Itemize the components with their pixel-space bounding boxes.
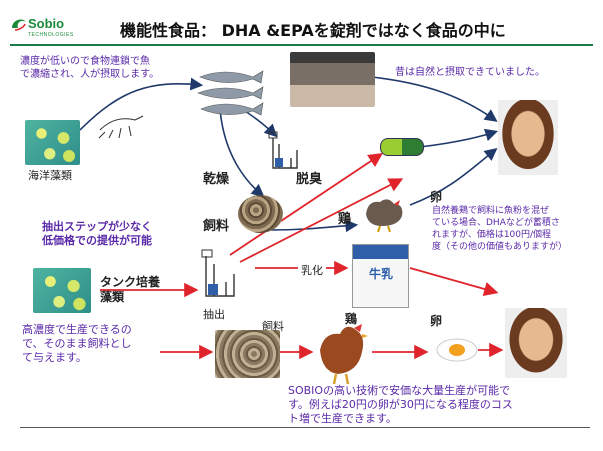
fish-caption: 濃度が低いので食物連鎖で魚 で濃縮され、人が摂取します。 [20,56,160,80]
arrow-extract-to-capsule [229,153,383,256]
extraction-apparatus-icon-top [268,131,298,169]
egg-icon [436,338,478,362]
dry-label: 乾燥 [203,172,230,187]
grill-photo [290,52,375,107]
arrow-milk-to-girl [409,267,499,296]
high-concentration-caption: 高濃度で生産できるの で、そのまま飼料とし て与えます。 [22,323,132,364]
girl-eating-photo-top [498,100,558,175]
milk-carton-label: 牛乳 [369,267,394,281]
footer-divider [20,427,590,428]
egg-label-bottom: 卵 [430,314,443,328]
milk-carton-icon: 牛乳 [352,244,409,308]
girl-eating-photo-bottom [505,308,567,378]
feed-pellets-photo-top [238,195,283,233]
emulsify-label: 乳化 [298,262,326,278]
marine-algae-photo [25,120,80,165]
past-caption: 昔は自然と摂取できていました。 [395,67,545,78]
tank-algae-label: タンク培養 藻類 [100,275,161,304]
logo-subtext: TECHNOLOGIES [28,32,74,38]
capsule-icon [380,138,424,156]
sobio-note: SOBIOの高い技術で安価な大量生産が可能で す。例えば20円の卵が30円になる… [288,384,513,425]
chicken-label-top: 鶏 [338,212,352,227]
header-divider [10,44,593,46]
feed-label-bottom: 飼料 [262,320,284,333]
logo-swirl-icon [12,19,26,31]
logo-text: Sobio [28,16,65,31]
chicken-icon-top [366,199,403,232]
feed-label-top: 飼料 [203,219,230,234]
arrow-fish-to-dry [219,109,265,198]
feed-pellets-photo-bottom [215,330,280,378]
extraction-apparatus-icon-bottom [201,249,235,297]
tank-algae-photo [33,268,91,313]
fish-icon [197,70,264,116]
extract-steps-caption: 抽出ステップが少なく 低価格での提供が可能 [42,220,152,247]
chicken-icon-bottom [320,324,368,385]
chicken-label-bottom: 鶏 [345,312,358,326]
marine-algae-label: 海洋藻類 [28,169,72,182]
arrow-feed-to-chicken [269,219,359,233]
page-title: 機能性食品： DHA &EPAを錠剤ではなく食品の中に [120,21,506,40]
arrow-chicken-to-girl [409,148,498,206]
sobio-logo: Sobio TECHNOLOGIES [10,14,80,40]
deodorize-label: 脱臭 [296,172,323,187]
egg-note: 自然養鶏で飼料に魚粉を混ぜ ている場合、DHAなどが蓄積さ れますが、価格は10… [432,206,568,252]
egg-label-top: 卵 [430,190,443,204]
arrow-extract-to-chicken-top [239,178,404,263]
extract-label: 抽出 [203,308,225,321]
plankton-icon [98,115,144,139]
arrow-algae-to-fish [79,77,204,131]
milk-carton-top [353,245,408,259]
